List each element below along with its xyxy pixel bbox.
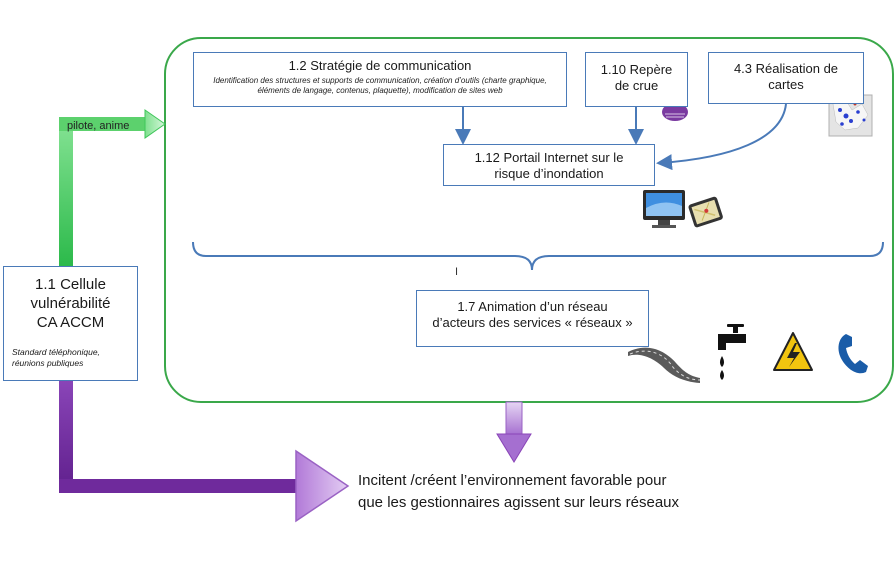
electricity-warning-icon xyxy=(773,332,813,371)
pilote-arrow xyxy=(59,109,166,267)
box-1-10-title-line1: 1.10 Repère xyxy=(600,62,673,77)
box-1-7-title-line2: d’acteurs des services « réseaux » xyxy=(432,315,633,330)
box-1-10-title-line2: de crue xyxy=(614,78,659,93)
tick-label: I xyxy=(455,266,459,278)
box-1-12-title-line2: risque d’inondation xyxy=(494,166,604,181)
pilote-label: pilote, anime xyxy=(67,120,130,132)
box-1-2-subtitle: Identification des structures et support… xyxy=(213,76,547,95)
box-1-1-title-line2: vulnérabilité xyxy=(30,295,111,312)
smartphone-icon xyxy=(688,196,723,228)
box-4-3-title-line2: cartes xyxy=(768,77,804,92)
box-1-2-strategie-communication: 1.2 Stratégie de communication Identific… xyxy=(193,52,567,107)
box-4-3-title-line1: 4.3 Réalisation de xyxy=(733,61,839,76)
box-1-1-cellule-vulnerabilite: 1.1 Cellule vulnérabilité CA ACCM Standa… xyxy=(3,266,138,381)
water-tap-icon xyxy=(718,324,746,380)
box-1-7-title-line1: 1.7 Animation d’un réseau xyxy=(457,299,608,314)
box-1-7-animation-reseau: 1.7 Animation d’un réseau d’acteurs des … xyxy=(416,290,649,347)
conclusion-text: Incitent /créent l’environnement favorab… xyxy=(358,470,738,514)
box-1-1-title-line3: CA ACCM xyxy=(36,314,105,331)
box-1-10-repere-de-crue: 1.10 Repère de crue xyxy=(585,52,688,107)
down-arrow xyxy=(496,401,532,463)
box-1-1-title-line1: 1.1 Cellule xyxy=(35,276,106,293)
conclusion-line1: Incitent /créent l’environnement favorab… xyxy=(358,472,667,489)
box-1-12-title-line1: 1.12 Portail Internet sur le xyxy=(474,150,624,165)
box-1-12-portail-internet: 1.12 Portail Internet sur le risque d’in… xyxy=(443,144,655,186)
conclusion-line2: que les gestionnaires agissent sur leurs… xyxy=(358,494,680,511)
road-icon xyxy=(628,347,701,383)
group-brace xyxy=(192,241,884,271)
box-1-1-subtitle: Standard téléphonique, réunions publique… xyxy=(12,347,100,368)
box-1-2-title: 1.2 Stratégie de communication xyxy=(288,58,472,73)
arrow-4-3-to-1-12 xyxy=(656,103,787,171)
computer-monitor-icon xyxy=(643,190,685,228)
phone-icon xyxy=(838,334,868,374)
actions-container xyxy=(164,37,894,403)
purple-arrow xyxy=(59,380,350,523)
box-4-3-realisation-cartes: 4.3 Réalisation de cartes xyxy=(708,52,864,104)
